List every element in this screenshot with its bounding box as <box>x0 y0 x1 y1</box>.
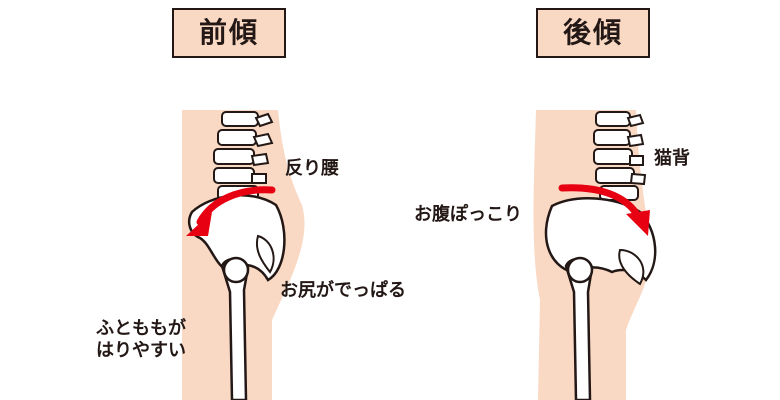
anterior-femur-head <box>222 256 250 284</box>
posterior-tilt-panel: 後傾 猫背 お腹ぽっこり <box>400 0 780 400</box>
buttocks-protrude-label: お尻がでっぱる <box>280 280 406 301</box>
posterior-spine <box>593 111 647 201</box>
thigh-tension-label: ふとももが はりやすい <box>96 318 186 362</box>
sway-back-label: 反り腰 <box>285 158 339 179</box>
posterior-rotation-arrowhead <box>626 210 650 236</box>
thigh-tension-line2: はりやすい <box>96 340 186 361</box>
anterior-tilt-title: 前傾 <box>172 8 286 58</box>
anterior-tilt-panel: 前傾 反り腰 お尻がでっぱる ふとももが はりやすい <box>96 8 406 400</box>
posterior-rotation-arrow <box>558 184 642 220</box>
thigh-tension-line1: ふとももが <box>96 318 186 339</box>
posterior-tilt-title: 後傾 <box>536 8 650 58</box>
belly-protrude-label: お腹ぽっこり <box>414 204 522 225</box>
anterior-tilt-figure <box>182 110 305 400</box>
anterior-rotation-arrowhead <box>186 212 212 236</box>
posterior-tilt-figure <box>533 110 657 400</box>
posterior-pelvis-inner <box>618 248 645 286</box>
posterior-femur-head <box>566 256 594 284</box>
hunchback-label: 猫背 <box>654 148 690 169</box>
anterior-rotation-arrow <box>196 186 276 226</box>
anterior-pelvis-inner <box>256 234 275 274</box>
